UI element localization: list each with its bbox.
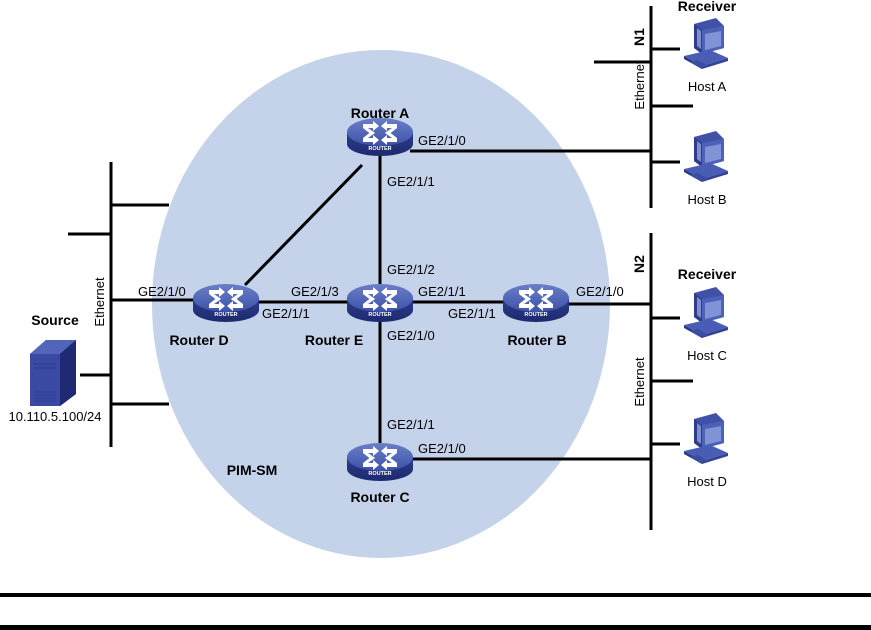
- iface-e-b: GE2/1/1: [418, 284, 466, 299]
- router-badge: ROUTER: [214, 312, 237, 318]
- n2-label: N2: [631, 255, 647, 273]
- iface-b-n2: GE2/1/0: [576, 284, 624, 299]
- router-d[interactable]: ROUTER: [193, 284, 259, 322]
- router-c[interactable]: ROUTER: [347, 443, 413, 481]
- divider-top: [0, 593, 871, 597]
- source-address: 10.110.5.100/24: [8, 409, 101, 424]
- iface-a-e: GE2/1/1: [387, 174, 435, 189]
- source-title: Source: [31, 312, 79, 328]
- router-a-label: Router A: [351, 105, 410, 121]
- host-c[interactable]: [684, 287, 728, 338]
- source-lan-bus: [68, 162, 195, 447]
- n2-bus: [410, 233, 693, 530]
- iface-b-e: GE2/1/1: [448, 306, 496, 321]
- host-a-label: Host A: [688, 79, 727, 94]
- host-b-label: Host B: [687, 192, 726, 207]
- iface-d-e: GE2/1/1: [262, 306, 310, 321]
- iface-c-n2: GE2/1/0: [418, 441, 466, 456]
- router-links: [243, 150, 510, 450]
- router-c-label: Router C: [350, 489, 409, 505]
- iface-e-d: GE2/1/3: [291, 284, 339, 299]
- link-a-d: [243, 163, 364, 287]
- router-badge: ROUTER: [368, 312, 391, 318]
- router-e-label: Router E: [305, 332, 363, 348]
- router-badge: ROUTER: [524, 312, 547, 318]
- iface-e-a: GE2/1/2: [387, 262, 435, 277]
- host-pc-icon: [684, 287, 728, 338]
- router-badge: ROUTER: [368, 471, 391, 477]
- n1-label: N1: [631, 28, 647, 46]
- divider-bottom: [0, 625, 871, 630]
- router-b[interactable]: ROUTER: [503, 284, 569, 322]
- iface-a-n1: GE2/1/0: [418, 133, 466, 148]
- router-a[interactable]: ROUTER: [347, 118, 413, 156]
- iface-d-lan: GE2/1/0: [138, 284, 186, 299]
- router-b-label: Router B: [507, 332, 566, 348]
- source-lan-ethernet-label: Ethernet: [92, 277, 107, 327]
- host-a[interactable]: [684, 18, 728, 69]
- iface-c-e: GE2/1/1: [387, 417, 435, 432]
- router-e[interactable]: ROUTER: [347, 284, 413, 322]
- host-d[interactable]: [684, 413, 728, 464]
- n1-ethernet-label: Ethernet: [632, 60, 647, 110]
- iface-e-c: GE2/1/0: [387, 328, 435, 343]
- host-pc-icon: [684, 131, 728, 182]
- n1-bus: [410, 6, 693, 208]
- router-badge: ROUTER: [368, 146, 391, 152]
- host-d-label: Host D: [687, 474, 727, 489]
- pim-sm-label: PIM-SM: [227, 462, 278, 478]
- host-pc-icon: [684, 18, 728, 69]
- n2-ethernet-label: Ethernet: [632, 357, 647, 407]
- host-pc-icon: [684, 413, 728, 464]
- host-b[interactable]: [684, 131, 728, 182]
- host-c-label: Host C: [687, 348, 727, 363]
- host-a-role: Receiver: [678, 0, 737, 14]
- source-server[interactable]: [30, 340, 76, 406]
- server-icon: [30, 340, 76, 406]
- router-d-label: Router D: [169, 332, 228, 348]
- host-c-role: Receiver: [678, 266, 737, 282]
